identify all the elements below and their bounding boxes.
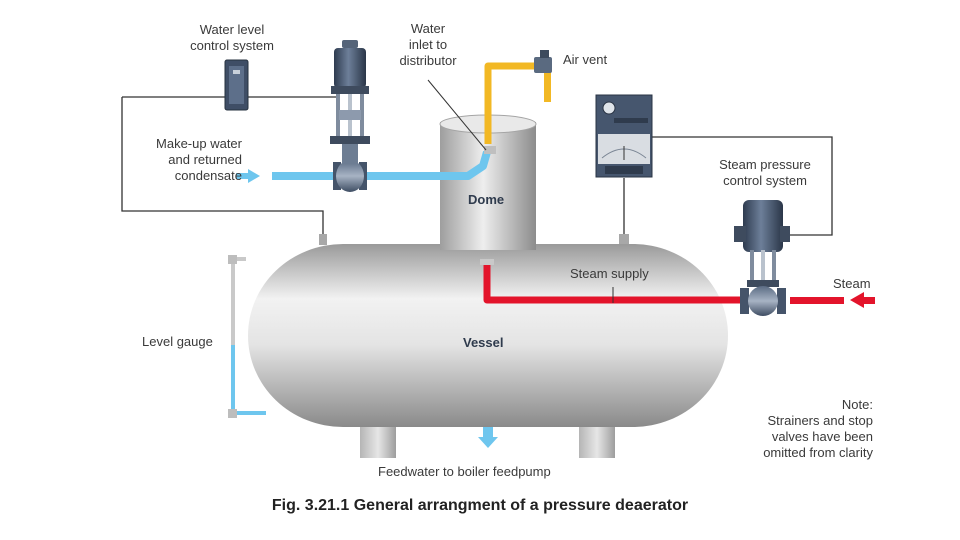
label-line: Steam pressure — [719, 157, 811, 172]
label-makeup-water: Make-up water and returned condensate — [116, 136, 242, 184]
label-line: control system — [190, 38, 274, 53]
level-sensor — [319, 234, 327, 245]
label-steam: Steam — [833, 276, 871, 291]
label-line: and returned — [168, 152, 242, 167]
label-vessel: Vessel — [463, 335, 504, 350]
note-line: valves have been — [771, 429, 873, 444]
water-inlet-pointer — [427, 79, 487, 151]
steam-pipe — [480, 259, 875, 308]
note-line: omitted from clarity — [763, 445, 873, 460]
label-line: condensate — [174, 168, 242, 183]
feedwater-outlet — [478, 424, 498, 448]
air-vent-pipe — [484, 50, 552, 144]
label-line: Make-up water — [156, 136, 242, 151]
label-air-vent: Air vent — [563, 52, 608, 67]
label-feedwater: Feedwater to boiler feedpump — [378, 464, 551, 479]
label-level-gauge: Level gauge — [142, 334, 213, 349]
steam-control-valve — [734, 200, 790, 316]
control-signal-lines — [121, 96, 833, 238]
water-level-controller — [224, 59, 249, 111]
figure-caption: Fig. 3.21.1 General arrangment of a pres… — [271, 497, 689, 514]
pressure-signal-line — [652, 136, 833, 236]
label-line: Water level — [199, 22, 265, 37]
label-line: distributor — [399, 53, 457, 68]
label-line: control system — [723, 173, 807, 188]
level-gauge — [228, 255, 266, 418]
note-line: Strainers and stop — [767, 413, 873, 428]
label-line: inlet to — [408, 37, 448, 52]
label-water-level-control-system: Water level control system — [177, 22, 287, 54]
vessel-body — [248, 244, 728, 427]
level-sensor-line — [121, 97, 324, 238]
label-steam-supply: Steam supply — [570, 266, 649, 281]
water-inlet-pipe — [236, 146, 496, 183]
water-control-valve — [330, 40, 370, 192]
label-dome: Dome — [468, 192, 505, 207]
label-steam-pressure-control-system: Steam pressure control system — [706, 157, 824, 189]
air-vent-valve — [534, 57, 552, 73]
label-line: Water — [410, 21, 446, 36]
pressure-controller — [595, 94, 653, 178]
note: Note: Strainers and stop valves have bee… — [730, 397, 873, 461]
pressure-sensor — [619, 234, 629, 244]
label-water-inlet: Water inlet to distributor — [388, 21, 468, 69]
note-title: Note: — [841, 397, 873, 412]
